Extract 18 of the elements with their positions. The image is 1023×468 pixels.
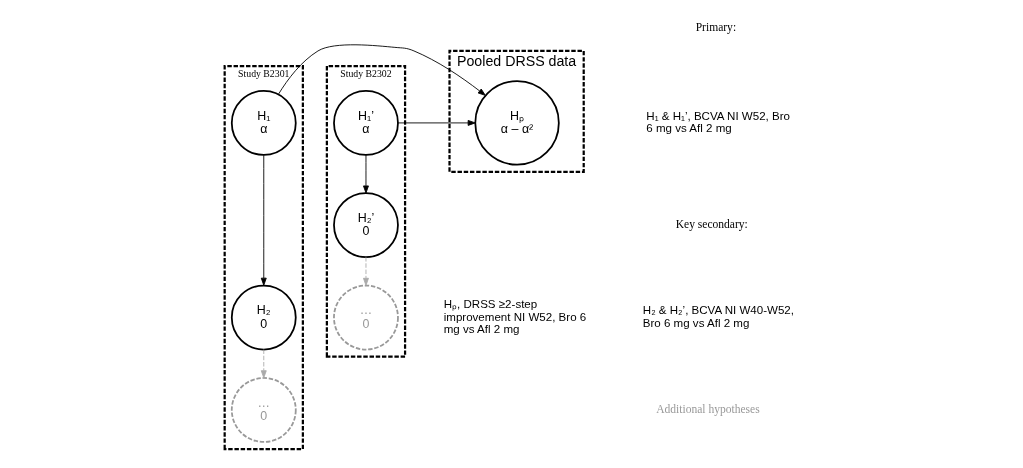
node-circle: H₁ α xyxy=(230,90,297,156)
arrow xyxy=(278,44,486,96)
arrow xyxy=(397,119,476,126)
label: Key secondary: xyxy=(675,218,748,231)
arrow xyxy=(260,154,267,286)
node-circle: … 0 xyxy=(230,377,297,443)
label: Primary: xyxy=(695,20,737,33)
arrow xyxy=(363,256,369,286)
label: Additional hypotheses xyxy=(656,402,760,415)
node-circle: H₂’ 0 xyxy=(333,192,399,258)
node-circle: … 0 xyxy=(333,284,399,351)
node-circle: H₂ 0 xyxy=(230,284,297,351)
arrow xyxy=(260,349,267,379)
label: H₁ & H₁’, BCVA NI W52, Bro 6 mg vs Afl 2 mg xyxy=(646,109,790,135)
label: Hₚ, DRSS ≥2-step improvement NI W52, Bro 6 mg vs Afl 2 mg xyxy=(443,298,587,335)
node-circle: H₁’ α xyxy=(333,90,399,156)
label: H₂ & H₂’, BCVA NI W40-W52, Bro 6 mg vs Afl 2 mg xyxy=(642,304,795,329)
arrow xyxy=(363,154,369,194)
